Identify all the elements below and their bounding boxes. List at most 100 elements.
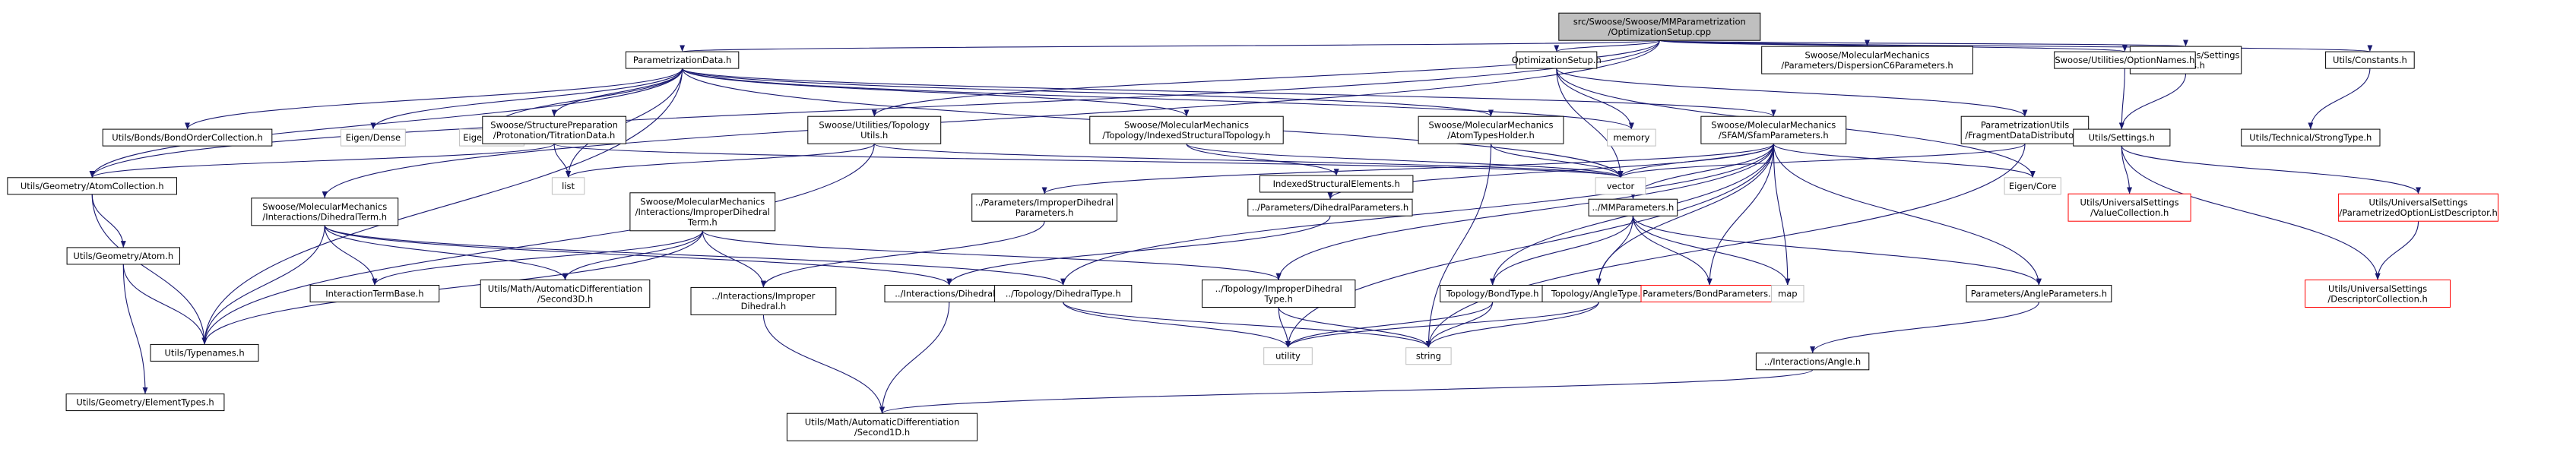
node-label: Swoose/Utilities/Topology (819, 119, 930, 130)
node-label: Utils/Bonds/BondOrderCollection.h (112, 132, 263, 143)
node-atomtypes[interactable]: Swoose/MolecularMechanics/AtomTypesHolde… (1418, 115, 1564, 144)
node-label: /Topology/IndexedStructuralTopology.h (1102, 130, 1270, 141)
node-label: ParametrizationUtils (1981, 119, 2069, 130)
node-second3d[interactable]: Utils/Math/AutomaticDifferentiation/Seco… (480, 280, 651, 308)
node-box (482, 115, 626, 144)
node-strongtype[interactable]: Utils/Technical/StrongType.h (2241, 128, 2381, 147)
node-label: OptimizationSetup.h (1512, 55, 1602, 65)
node-angleparams[interactable]: Parameters/AngleParameters.h (1966, 285, 2112, 302)
node-box (309, 285, 440, 302)
edge-interimproper-to-second1d (762, 315, 885, 414)
node-box (1558, 12, 1761, 41)
node-box (2067, 193, 2191, 222)
node-label: src/Swoose/Swoose/MMParametrization (1573, 16, 1746, 27)
node-interimproper[interactable]: ../Interactions/ImproperDihedral.h (690, 286, 837, 315)
node-paramdata[interactable]: ParametrizationData.h (625, 51, 740, 69)
node-topodihedral[interactable]: ../Topology/DihedralType.h (994, 285, 1133, 302)
node-string[interactable]: string (1405, 347, 1452, 365)
node-label: Utils/Geometry/AtomCollection.h (21, 181, 164, 191)
node-label: Utils/Math/AutomaticDifferentiation (488, 283, 642, 294)
node-box (1771, 285, 1804, 302)
node-idxelements[interactable]: IndexedStructuralElements.h (1259, 175, 1414, 193)
node-interterm[interactable]: InteractionTermBase.h (309, 285, 440, 302)
edge-paramdata-to-bondorder (185, 68, 683, 130)
edge-topodihedral-to-utility (1063, 302, 1291, 348)
node-atomcoll[interactable]: Utils/Geometry/AtomCollection.h (7, 177, 178, 195)
node-box (480, 280, 651, 308)
edge-dihedralterm-to-second3d (324, 225, 568, 280)
edge-sfam-to-topodihedral (1060, 144, 1774, 286)
node-box (629, 192, 776, 232)
node-label: /Parameters/DispersionC6Parameters.h (1781, 60, 1953, 71)
node-memory[interactable]: memory (1607, 128, 1656, 147)
node-eigencore[interactable]: Eigen/Core (2004, 177, 2061, 195)
node-box (2338, 193, 2499, 222)
node-sfam[interactable]: Swoose/MolecularMechanics/SFAM/SfamParam… (1700, 115, 1847, 144)
node-bondtype[interactable]: Topology/BondType.h (1440, 285, 1545, 302)
node-constants[interactable]: Utils/Constants.h (2325, 51, 2415, 69)
node-bondparams[interactable]: Parameters/BondParameters.h (1640, 285, 1779, 302)
node-valuecoll[interactable]: Utils/UniversalSettings/ValueCollection.… (2067, 193, 2191, 222)
node-label: Swoose/MolecularMechanics (262, 201, 387, 212)
node-box (807, 115, 942, 144)
node-label: Parameters/BondParameters.h (1643, 289, 1776, 299)
node-label: /SFAM/SfamParameters.h (1719, 130, 1829, 141)
node-eigendense[interactable]: Eigen/Dense (341, 128, 406, 147)
node-atomh[interactable]: Utils/Geometry/Atom.h (66, 247, 180, 265)
edge-paramopt-to-desccoll (2375, 221, 2419, 280)
edge-sfam-to-improperparams (1041, 143, 1774, 194)
edge-optsetup-to-fragdist (1556, 68, 2028, 117)
node-typenames[interactable]: Utils/Typenames.h (150, 343, 259, 362)
node-interangle[interactable]: ../Interactions/Angle.h (1755, 352, 1870, 371)
node-optionnames[interactable]: Swoose/Utilities/OptionNames.h (2054, 51, 2196, 69)
node-angletype[interactable]: Topology/AngleType.h (1541, 285, 1656, 302)
node-box (1405, 347, 1452, 365)
node-fragdist[interactable]: ParametrizationUtils/FragmentDataDistrib… (1960, 115, 2090, 144)
node-label: ../Interactions/Dihedral.h (895, 289, 1003, 299)
edge-topoutils-to-typenames (201, 144, 875, 345)
node-box (150, 343, 259, 362)
node-label: string (1416, 351, 1441, 362)
node-box (786, 412, 978, 441)
edge-constants-to-strongtype (2308, 68, 2371, 130)
node-desccoll[interactable]: Utils/UniversalSettings/DescriptorCollec… (2305, 280, 2451, 308)
edge-bondtype-to-string (1425, 302, 1494, 348)
node-box (1263, 347, 1313, 365)
node-dihedralparams[interactable]: ../Parameters/DihedralParameters.h (1247, 198, 1413, 217)
node-label: /FragmentDataDistributor.h (1965, 130, 2085, 141)
node-vector[interactable]: vector (1595, 177, 1646, 195)
node-mmparams[interactable]: ../MMParameters.h (1588, 198, 1678, 217)
edge-atomtypes-to-vector (1490, 144, 1624, 178)
node-dihedralterm[interactable]: Swoose/MolecularMechanics/Interactions/D… (251, 198, 399, 226)
node-label: Term.h (687, 217, 718, 227)
node-label: Type.h (1264, 293, 1293, 304)
node-map[interactable]: map (1771, 285, 1804, 302)
node-list[interactable]: list (551, 177, 585, 195)
node-utilssettings[interactable]: Utils/Settings.h (2073, 128, 2171, 147)
edge-atomh-to-typenames (122, 264, 208, 345)
node-paramopt[interactable]: Utils/UniversalSettings/ParametrizedOpti… (2338, 193, 2499, 222)
node-dispersion[interactable]: Swoose/MolecularMechanics/Parameters/Dis… (1761, 46, 1973, 74)
node-label: Swoose/MolecularMechanics (640, 196, 765, 207)
node-label: list (562, 181, 575, 191)
edge-paramdata-to-typenames (201, 68, 683, 345)
node-utility[interactable]: utility (1263, 347, 1313, 365)
node-improperterm[interactable]: Swoose/MolecularMechanics/Interactions/I… (629, 192, 776, 232)
node-label: Utils/UniversalSettings (2369, 197, 2468, 207)
node-label: Eigen/Core (2009, 181, 2057, 191)
node-idxtopo[interactable]: Swoose/MolecularMechanics/Topology/Index… (1089, 115, 1284, 144)
node-root[interactable]: src/Swoose/Swoose/MMParametrization/Opti… (1558, 12, 1761, 41)
node-label: InteractionTermBase.h (325, 289, 423, 299)
node-label: /Second3D.h (537, 293, 593, 304)
node-structprep[interactable]: Swoose/StructurePreparation/Protonation/… (482, 115, 626, 144)
node-optsetup[interactable]: OptimizationSetup.h (1512, 51, 1602, 69)
node-box (2004, 177, 2061, 195)
node-second1d[interactable]: Utils/Math/AutomaticDifferentiation/Seco… (786, 412, 978, 441)
node-label: ../MMParameters.h (1592, 202, 1675, 213)
node-elementtypes[interactable]: Utils/Geometry/ElementTypes.h (65, 394, 225, 412)
node-bondorder[interactable]: Utils/Bonds/BondOrderCollection.h (102, 128, 273, 147)
node-improperparams[interactable]: ../Parameters/ImproperDihedralParameters… (971, 193, 1117, 222)
node-label: ../Interactions/Improper (711, 291, 815, 302)
